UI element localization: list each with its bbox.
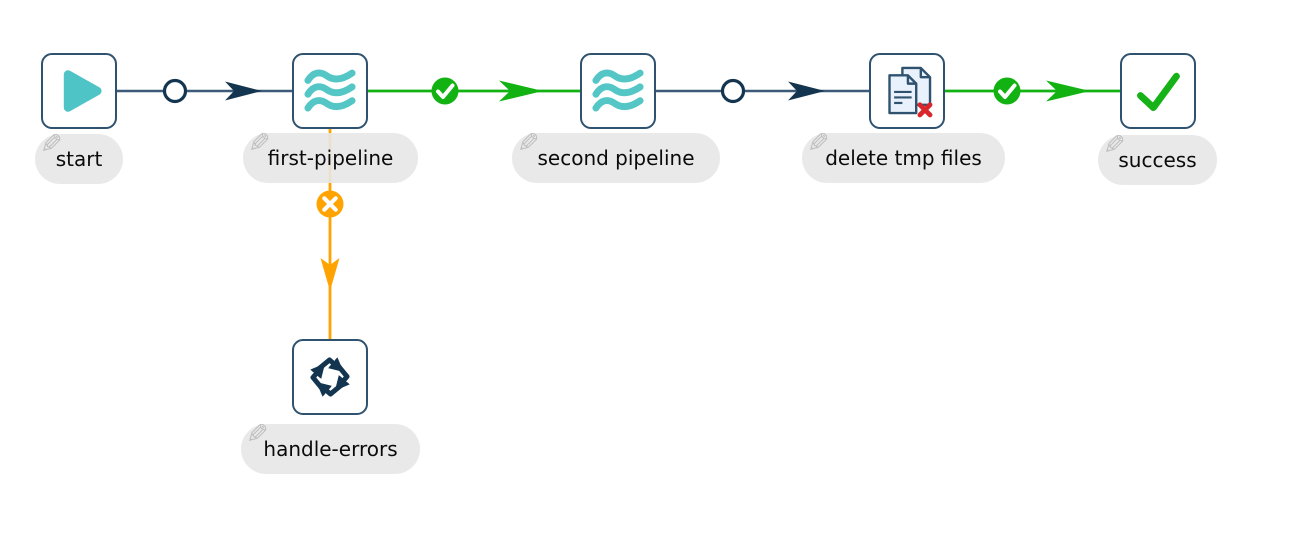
hop-start-to-first-pipeline[interactable] (117, 78, 292, 104)
node-label-first-pipeline[interactable]: ✎ first-pipeline (243, 128, 418, 183)
node-label-text: handle-errors (263, 437, 398, 461)
node-label-start[interactable]: ✎ start (35, 129, 123, 184)
node-label-delete-tmp-files[interactable]: ✎ delete tmp files (802, 128, 1005, 183)
node-label-text: first-pipeline (267, 146, 394, 170)
node-label-handle-errors[interactable]: ✎ handle-errors (241, 419, 420, 474)
pipeline-waves-icon (592, 69, 644, 112)
arrows-cycle-icon (310, 357, 350, 397)
hop-second-pipeline-to-delete-tmp-files[interactable] (656, 78, 869, 104)
play-icon (63, 70, 102, 112)
hop-arrowhead (320, 258, 340, 291)
hop-delete-tmp-files-to-success[interactable] (945, 77, 1120, 105)
node-label-text: second pipeline (537, 146, 695, 170)
hop-condition-failure-icon[interactable] (316, 190, 344, 218)
hop-condition-success-icon[interactable] (993, 77, 1021, 105)
hop-condition-unconditional-icon[interactable] (720, 78, 746, 104)
node-label-success[interactable]: ✎ success (1098, 130, 1217, 185)
hop-arrowhead (1046, 80, 1090, 102)
hop-condition-unconditional-icon[interactable] (162, 78, 188, 104)
hop-arrowhead (788, 81, 825, 101)
hop-condition-success-icon[interactable] (431, 77, 459, 105)
delete-files-icon (888, 66, 933, 118)
node-second-pipeline[interactable] (580, 53, 656, 129)
node-handle-errors[interactable] (292, 339, 368, 415)
node-label-text: delete tmp files (825, 146, 982, 170)
hop-arrowhead (499, 80, 543, 102)
node-first-pipeline[interactable] (292, 53, 368, 129)
node-label-second-pipeline[interactable]: ✎ second pipeline (512, 128, 720, 183)
hop-arrowhead (225, 81, 262, 101)
node-delete-tmp-files[interactable] (869, 53, 945, 129)
delete-x-mark (917, 102, 933, 118)
check-icon (1137, 72, 1180, 112)
node-label-text: start (55, 147, 103, 171)
node-start[interactable] (41, 53, 117, 129)
hop-first-pipeline-to-second-pipeline[interactable] (368, 77, 580, 105)
node-success[interactable] (1120, 53, 1196, 129)
node-label-text: success (1118, 148, 1197, 172)
pipeline-waves-icon (304, 69, 356, 112)
